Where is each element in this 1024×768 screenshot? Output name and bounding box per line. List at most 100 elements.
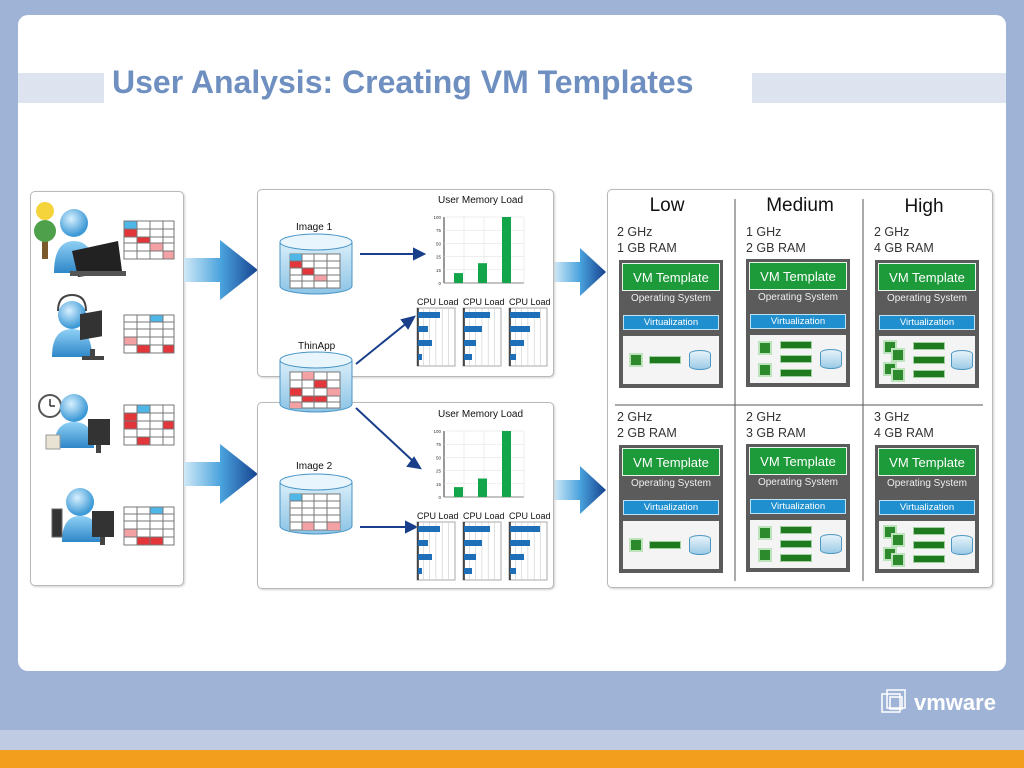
- disk-icon: [951, 535, 973, 555]
- tick-label: 100: [433, 429, 441, 434]
- user-headset-icon: [52, 293, 104, 360]
- memory-chart-2-title: User Memory Load: [438, 409, 524, 420]
- tick-label: 25: [436, 255, 442, 260]
- cpu-bar: [464, 340, 476, 346]
- title-bar-left: [18, 73, 104, 103]
- cpu-chart-1a-title: CPU Load: [417, 297, 459, 307]
- cpu-bar: [418, 340, 432, 346]
- cpu-bar: [510, 526, 540, 532]
- slide-title: User Analysis: Creating VM Templates: [112, 64, 694, 100]
- hardware-area: [879, 336, 975, 384]
- ram-module-icon: [780, 540, 812, 548]
- ram-module-icon: [780, 369, 812, 377]
- memory-bar: [478, 263, 487, 283]
- memory-bar: [454, 273, 463, 283]
- cpu-bar: [510, 354, 516, 360]
- cpu-chip-icon: [758, 548, 772, 562]
- cpu-chip-icon: [891, 533, 905, 547]
- user-laptop-icon: [34, 202, 126, 277]
- cpu-bar: [418, 312, 440, 318]
- footer-band: [0, 730, 1024, 750]
- cpu-chip-icon: [891, 348, 905, 362]
- arrow-right-icon: [184, 240, 258, 300]
- ram-module-icon: [913, 541, 945, 549]
- disk-icon: [689, 350, 711, 370]
- cpu-chart-1b-title: CPU Load: [463, 297, 505, 307]
- memory-bar: [502, 431, 511, 497]
- cpu-bar: [464, 326, 482, 332]
- hardware-area: [879, 521, 975, 569]
- arrow-right-icon: [554, 466, 606, 514]
- cpu-bar: [418, 540, 428, 546]
- cpu-chip-icon: [758, 526, 772, 540]
- tick-label: 15: [436, 482, 442, 487]
- ram-module-icon: [913, 527, 945, 535]
- ram-module-icon: [913, 370, 945, 378]
- tick-label: 75: [436, 228, 442, 233]
- ram-module-icon: [649, 541, 681, 549]
- cpu-chip-icon: [629, 538, 643, 552]
- hardware-area: [623, 521, 719, 569]
- cpu-bar: [510, 540, 530, 546]
- cpu-bar: [418, 526, 440, 532]
- user-clock-icon: [38, 394, 110, 453]
- vmware-logo-icon: [881, 689, 906, 713]
- cpu-bar: [510, 312, 540, 318]
- cpu-bar: [418, 354, 422, 360]
- user-desktop-icon: [51, 488, 114, 545]
- cpu-chip-icon: [758, 363, 772, 377]
- image2-db-icon: [279, 473, 353, 535]
- ram-module-icon: [913, 555, 945, 563]
- cpu-chart-2a-title: CPU Load: [417, 511, 459, 521]
- ram-module-icon: [780, 355, 812, 363]
- user-data-grids: [123, 220, 175, 546]
- templates-grid-lines: [615, 199, 983, 581]
- thinapp-db-icon: [279, 351, 353, 413]
- tier-low-heading: Low: [649, 195, 685, 216]
- cpu-bar: [418, 554, 432, 560]
- footer-accent-band: [0, 750, 1024, 768]
- vmware-logo-text: vmware: [914, 690, 996, 715]
- ram-module-icon: [649, 356, 681, 364]
- hardware-area: [623, 336, 719, 384]
- tick-label: 25: [436, 469, 442, 474]
- cpu-bar: [464, 568, 472, 574]
- tick-label: 75: [436, 442, 442, 447]
- cpu-bar: [510, 326, 530, 332]
- ram-module-icon: [780, 554, 812, 562]
- memory-bar: [478, 478, 487, 497]
- hardware-area: [750, 520, 846, 568]
- disk-icon: [820, 349, 842, 369]
- memory-bar: [502, 217, 511, 283]
- cpu-bar: [510, 340, 524, 346]
- tick-label: 15: [436, 268, 442, 273]
- image2-label: Image 2: [296, 461, 333, 472]
- cpu-bar: [510, 568, 516, 574]
- ram-module-icon: [780, 341, 812, 349]
- cpu-bar: [464, 312, 490, 318]
- arrow-right-icon: [554, 248, 606, 296]
- tick-label: 100: [433, 215, 441, 220]
- cpu-chart-2b-title: CPU Load: [463, 511, 505, 521]
- tier-medium-heading: Medium: [766, 195, 834, 216]
- tick-label: 50: [436, 455, 442, 460]
- arrow-right-icon: [184, 444, 258, 504]
- disk-icon: [689, 535, 711, 555]
- hardware-area: [750, 335, 846, 383]
- users-illustration: [34, 202, 175, 546]
- cpu-bar: [464, 554, 476, 560]
